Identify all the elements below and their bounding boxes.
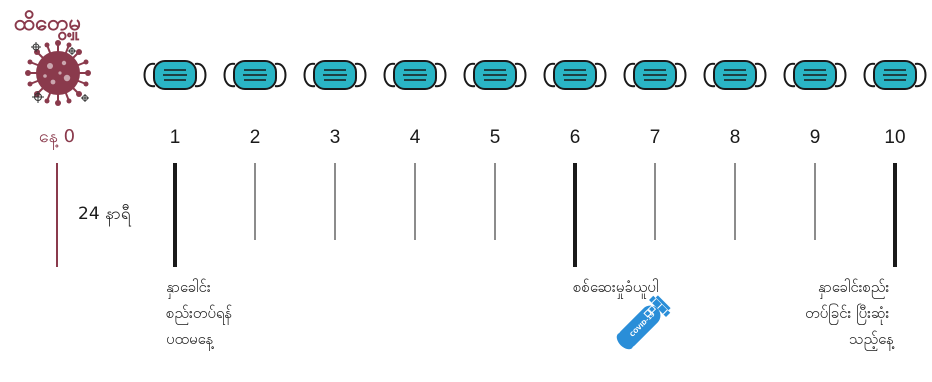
day-label-row: 1 2 3 4 5 6 7 8 9 10 [170, 127, 906, 148]
test-tube-icon: COVID-19 [612, 294, 671, 353]
annotation-start-line: နှာခေါင်း [166, 278, 211, 299]
face-mask-icon [465, 61, 526, 89]
face-mask-icon [785, 61, 846, 89]
day-label: 10 [884, 127, 905, 148]
annotation-end-line: တပ်ခြင်း ပြီးဆုံး [805, 303, 889, 325]
face-mask-icon [865, 61, 926, 89]
day-zero-label: နေ့ 0 [39, 126, 75, 150]
annotation-test: စစ်ဆေးမှုခံယူပါ [573, 278, 658, 299]
face-mask-icon [145, 61, 206, 89]
day-label: 8 [730, 127, 741, 148]
mask-row [145, 61, 926, 89]
annotation-end: နှာခေါင်းစည်း တပ်ခြင်း ပြီးဆုံး သည့်နေ့ [805, 278, 895, 351]
annotation-end-line: သည့်နေ့ [849, 330, 895, 351]
day-label: 6 [570, 127, 581, 148]
face-mask-icon [625, 61, 686, 89]
annotation-start-line: ပထမနေ့ [166, 330, 215, 351]
face-mask-icon [305, 61, 366, 89]
day-label: 1 [170, 127, 181, 148]
day-label: 2 [250, 127, 261, 148]
day-label: 3 [330, 127, 341, 148]
hours-label: 24 နာရီ [78, 204, 132, 227]
face-mask-icon [705, 61, 766, 89]
face-mask-icon [545, 61, 606, 89]
face-mask-icon [385, 61, 446, 89]
annotation-start-line: စည်းတပ်ရန် [166, 304, 232, 325]
virus-icon [25, 40, 91, 106]
annotation-test-line: စစ်ဆေးမှုခံယူပါ [573, 278, 658, 299]
day-label: 9 [810, 127, 821, 148]
day-label: 4 [410, 127, 421, 148]
title: ထိတွေ့မှု [14, 9, 81, 41]
day-label: 5 [490, 127, 501, 148]
face-mask-icon [225, 61, 286, 89]
day-line-row [175, 163, 895, 267]
annotation-end-line: နှာခေါင်းစည်း [818, 278, 890, 299]
annotation-start: နှာခေါင်း စည်းတပ်ရန် ပထမနေ့ [166, 278, 237, 351]
day-label: 7 [650, 127, 661, 148]
